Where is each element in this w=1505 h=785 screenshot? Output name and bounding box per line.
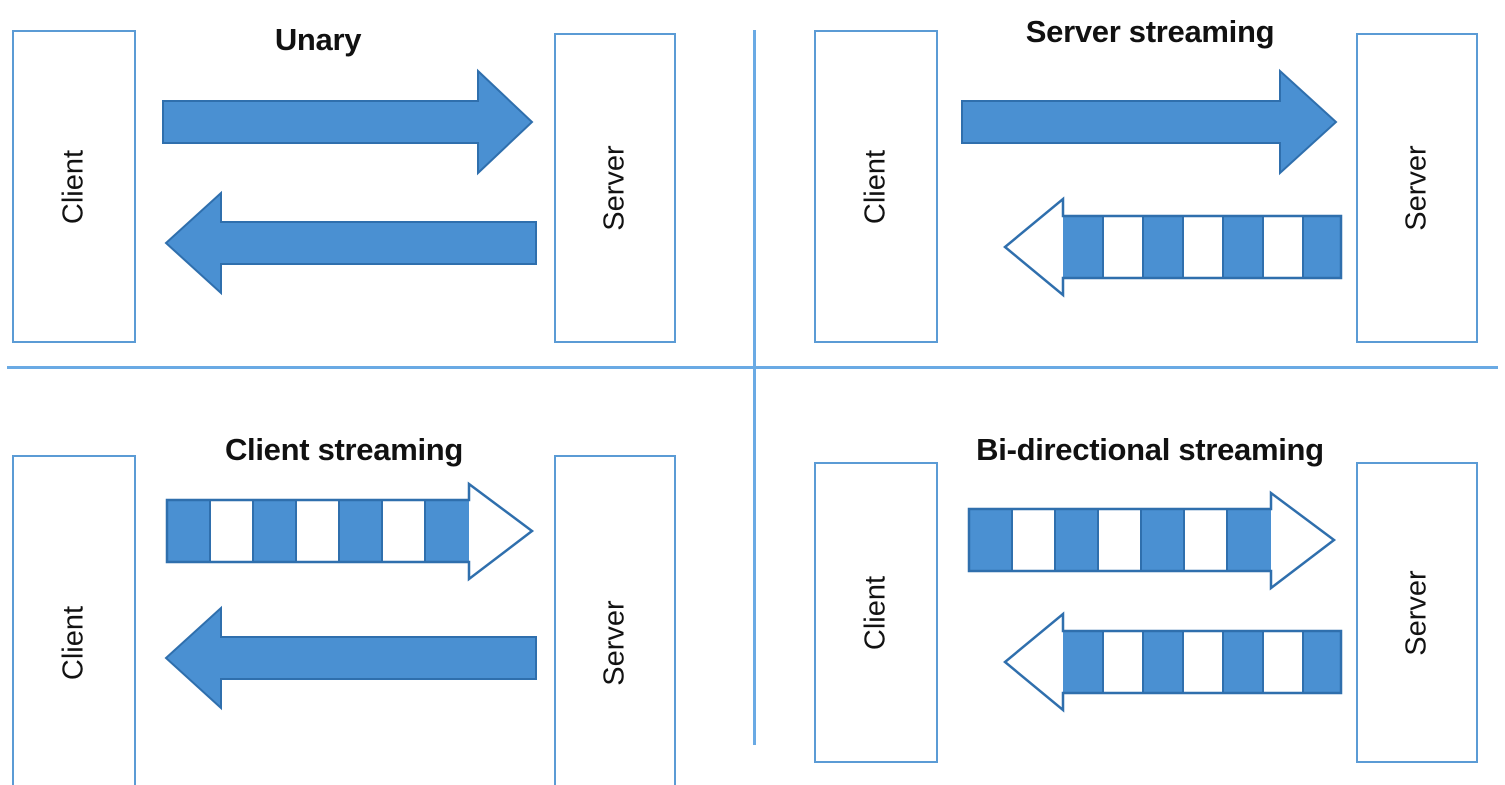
flow-arrow-response-striped-left: [1003, 611, 1343, 713]
solid-right-arrow-shape: [162, 68, 534, 176]
quadrant-bidirectional-streaming: Bi-directional streaming Client Server: [756, 370, 1505, 785]
flow-arrow-response-striped-left: [1003, 196, 1343, 298]
server-box-bidirectional: Server: [1356, 462, 1478, 763]
flow-arrow-request-striped-right: [165, 481, 535, 582]
quadrant-server-streaming: Server streaming Client Server: [756, 0, 1505, 366]
quadrant-client-streaming: Client streaming Client Server: [0, 370, 752, 785]
solid-left-arrow-shape: [164, 605, 537, 711]
horizontal-divider: [7, 366, 1498, 369]
client-box-label: Client: [57, 149, 90, 224]
striped-right-arrow-shape: [967, 490, 1337, 591]
server-box-server-streaming: Server: [1356, 33, 1478, 343]
quadrant-title-bidirectional-streaming: Bi-directional streaming: [976, 432, 1324, 467]
flow-arrow-response-solid-left: [164, 190, 537, 296]
server-box-label: Server: [1400, 145, 1433, 231]
solid-left-arrow-shape: [164, 190, 537, 296]
client-box-unary: Client: [12, 30, 136, 343]
vertical-divider: [753, 30, 756, 745]
quadrant-title-server-streaming: Server streaming: [1025, 14, 1275, 49]
flow-arrow-response-solid-left: [164, 605, 537, 711]
quadrant-unary: Unary Client Server: [0, 0, 752, 366]
flow-arrow-request-solid-right: [162, 68, 534, 176]
striped-right-arrow-shape: [165, 481, 535, 582]
client-box-server-streaming: Client: [814, 30, 938, 343]
flow-arrow-request-striped-right: [967, 490, 1337, 591]
striped-left-arrow-shape: [1003, 611, 1343, 713]
server-box-unary: Server: [554, 33, 676, 343]
server-box-label: Server: [598, 599, 631, 686]
client-box-label: Client: [57, 605, 90, 680]
client-box-label: Client: [859, 149, 892, 224]
client-box-bidirectional: Client: [814, 462, 938, 763]
quadrant-title-client-streaming: Client streaming: [224, 432, 464, 467]
client-box-client-streaming: Client: [12, 455, 136, 785]
striped-left-arrow-shape: [1003, 196, 1343, 298]
server-box-client-streaming: Server: [554, 455, 676, 785]
quadrant-title-unary: Unary: [274, 22, 362, 57]
solid-right-arrow-shape: [961, 68, 1338, 176]
client-box-label: Client: [859, 575, 892, 650]
flow-arrow-request-solid-right: [961, 68, 1338, 176]
server-box-label: Server: [598, 145, 631, 231]
server-box-label: Server: [1400, 569, 1433, 656]
